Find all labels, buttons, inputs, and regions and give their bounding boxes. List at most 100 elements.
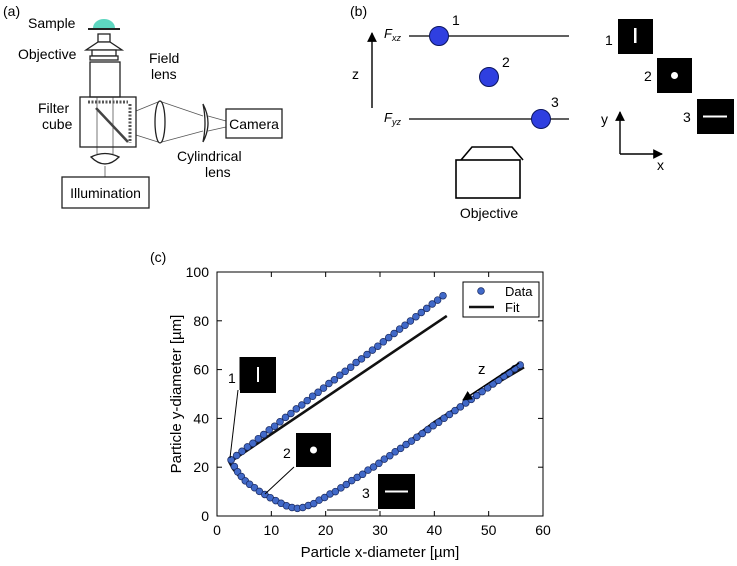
data-point (259, 430, 268, 439)
data-point (298, 401, 306, 409)
z-direction-arrow (462, 362, 520, 401)
illumination-box (61, 176, 150, 209)
data-point (384, 333, 393, 342)
data-point (352, 358, 360, 367)
inset-label-1: 1 (228, 370, 236, 386)
data-point (347, 476, 356, 485)
data-point (325, 379, 333, 388)
cylindrical-lens-icon (202, 103, 209, 143)
data-point (337, 484, 345, 492)
data-point (434, 418, 443, 427)
x-tick-label: 40 (427, 522, 443, 538)
data-point (386, 451, 394, 460)
particle-1 (429, 26, 449, 46)
data-point (254, 434, 263, 443)
y-tick-label: 20 (193, 459, 209, 475)
data-point (412, 312, 420, 321)
data-point (516, 361, 524, 369)
data-point (319, 384, 328, 392)
z-direction-label: z (478, 361, 486, 378)
inset-label-2: 2 (283, 445, 291, 461)
panel-a: (a) Sample Objective Filter cube (3, 3, 283, 209)
sample-drop (93, 19, 115, 28)
particle-2 (479, 67, 499, 87)
objective-label: Objective (18, 46, 77, 62)
data-point (439, 291, 447, 300)
data-point (336, 371, 344, 379)
data-point (308, 392, 317, 400)
data-point (369, 463, 378, 471)
data-point (395, 325, 404, 333)
y-tick-label: 40 (193, 410, 209, 426)
data-point (341, 367, 349, 376)
panel-a-label: (a) (3, 3, 20, 19)
fyz-label: Fyz (384, 110, 401, 127)
data-point (401, 321, 409, 329)
y-ticks: 0 20 40 60 80 100 (186, 264, 543, 524)
field-lens-label-1: Field (149, 50, 179, 66)
data-point (243, 443, 252, 451)
x-tick-label: 0 (213, 522, 221, 538)
z-axis-label: z (352, 66, 359, 82)
objective-b-label: Objective (460, 205, 519, 221)
y-tick-label: 80 (193, 313, 209, 329)
data-point (250, 483, 259, 492)
x-axis-label-b: x (657, 157, 664, 173)
data-point (320, 493, 329, 502)
inset-1-streak (257, 367, 259, 382)
x-tick-label: 10 (264, 522, 280, 538)
data-point (303, 396, 311, 405)
panel-b: (b) z Fxz Fyz 1 2 3 Objective 1 2 3 (350, 3, 734, 221)
particle-label-1: 1 (452, 12, 460, 28)
particle-markers (429, 26, 551, 129)
thumb-label-3: 3 (683, 109, 691, 125)
cylindrical-lens-label-2: lens (205, 164, 231, 180)
particle-3 (531, 109, 551, 129)
data-point (456, 403, 465, 411)
data-point (407, 437, 416, 445)
illumination-lens-icon (89, 152, 121, 165)
data-point (342, 480, 351, 489)
objective-b-icon (455, 146, 524, 199)
data-point (379, 338, 388, 346)
legend-fit-label: Fit (505, 300, 520, 315)
sample-label: Sample (28, 15, 76, 31)
legend-box (462, 281, 540, 318)
data-point (309, 499, 318, 508)
fxz-label: Fxz (384, 26, 401, 43)
y-tick-label: 100 (186, 264, 210, 280)
field-lens-label-2: lens (151, 66, 177, 82)
data-point (265, 426, 273, 434)
legend: Data Fit (462, 281, 540, 318)
camera-label: Camera (229, 116, 279, 132)
data-point (331, 487, 340, 496)
data-point (433, 296, 442, 304)
data-point (238, 447, 246, 456)
data-point (422, 304, 431, 313)
data-point (249, 439, 257, 448)
data-point (391, 448, 399, 456)
data-point (472, 391, 481, 400)
x-tick-label: 30 (372, 522, 388, 538)
data-point (276, 418, 284, 426)
data-point (424, 425, 432, 434)
filter-cube-label-2: cube (42, 116, 73, 132)
y-tick-label: 60 (193, 362, 209, 378)
panel-c-label: (c) (150, 249, 166, 265)
cylindrical-lens-label-1: Cylindrical (177, 148, 242, 164)
data-point (428, 300, 436, 308)
y-tick-label: 0 (201, 508, 209, 524)
data-point (375, 459, 383, 468)
data-point (418, 429, 427, 438)
data-point (440, 414, 448, 422)
data-point (232, 451, 241, 460)
data-point (380, 455, 389, 463)
thumb-1-streak (634, 28, 637, 43)
data-point (287, 409, 295, 418)
y-axis-label-b: y (601, 111, 608, 127)
data-point (281, 413, 290, 422)
